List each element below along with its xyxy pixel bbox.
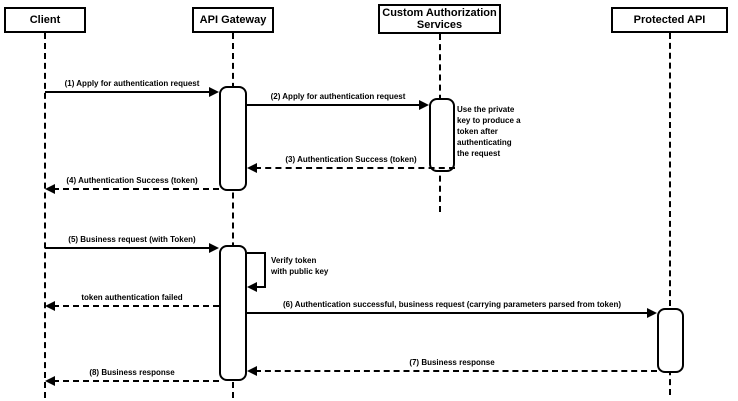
msg-1-apply-auth-line [45, 91, 211, 93]
msg-7-business-response-label: (7) Business response [409, 358, 495, 367]
msg-5-business-request-line [45, 247, 211, 249]
msg-3-auth-success-arrowhead-icon [247, 163, 257, 173]
msg-8-business-response-line [53, 380, 219, 382]
lifeline-protected-api [669, 33, 671, 395]
msg-7-business-response-arrowhead-icon [247, 366, 257, 376]
actor-box-custom-authorization-services: Custom Authorization Services [378, 4, 501, 34]
actor-label-protected-api: Protected API [633, 14, 706, 26]
custom-auth-activation [429, 98, 455, 172]
actor-label-client: Client [29, 14, 61, 26]
msg-5-business-request-arrowhead-icon [209, 243, 219, 253]
self-msg-verify-token-top-line [247, 252, 266, 254]
msg-4-auth-success-arrowhead-icon [45, 184, 55, 194]
msg-4-auth-success-line [53, 188, 219, 190]
self-msg-verify-token-right-line [264, 252, 266, 286]
msg-8-business-response-label: (8) Business response [89, 368, 175, 377]
msg-1-apply-auth-label: (1) Apply for authentication request [64, 79, 200, 88]
api-gateway-activation-1 [219, 86, 247, 191]
msg-token-auth-failed-line [53, 305, 219, 307]
actor-box-client: Client [4, 7, 86, 33]
protected-api-activation [657, 308, 684, 373]
msg-4-auth-success-label: (4) Authentication Success (token) [66, 176, 198, 185]
self-msg-verify-token-bottom-line [255, 286, 266, 288]
msg-6-auth-successful-business-request-arrowhead-icon [647, 308, 657, 318]
self-msg-verify-token-label: Verify token with public key [271, 256, 329, 276]
self-msg-verify-token-arrowhead-icon [247, 282, 257, 292]
api-gateway-activation-2 [219, 245, 247, 381]
msg-6-auth-successful-business-request-label: (6) Authentication successful, business … [282, 300, 622, 309]
msg-2-apply-auth-label: (2) Apply for authentication request [270, 92, 406, 101]
msg-7-business-response-line [255, 370, 657, 372]
msg-token-auth-failed-label: token authentication failed [81, 293, 183, 302]
msg-6-auth-successful-business-request-line [247, 312, 649, 314]
msg-8-business-response-arrowhead-icon [45, 376, 55, 386]
actor-box-protected-api: Protected API [611, 7, 728, 33]
msg-2-apply-auth-arrowhead-icon [419, 100, 429, 110]
actor-label-api-gateway: API Gateway [199, 14, 267, 26]
note-private-key: Use the private key to produce a token a… [457, 105, 521, 158]
msg-2-apply-auth-line [247, 104, 421, 106]
msg-token-auth-failed-arrowhead-icon [45, 301, 55, 311]
actor-label-custom-authorization-services: Custom Authorization Services [382, 7, 497, 31]
msg-3-auth-success-label: (3) Authentication Success (token) [285, 155, 417, 164]
msg-1-apply-auth-arrowhead-icon [209, 87, 219, 97]
msg-5-business-request-label: (5) Business request (with Token) [68, 235, 196, 244]
actor-box-api-gateway: API Gateway [192, 7, 274, 33]
lifeline-api-gateway [232, 33, 234, 398]
msg-3-auth-success-line [255, 167, 455, 169]
lifeline-client [44, 33, 46, 398]
